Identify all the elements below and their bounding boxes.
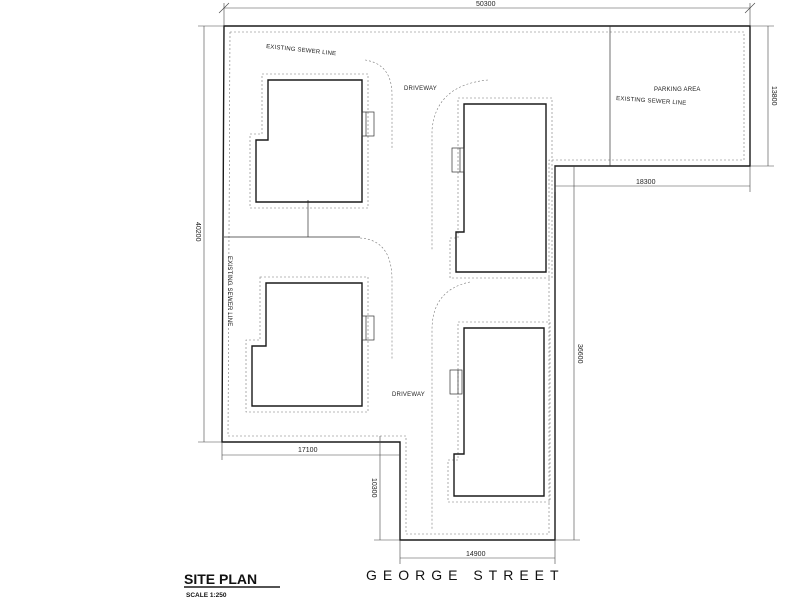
unit-3-outline [449, 97, 553, 279]
dim-inner-width: 18300 [636, 179, 656, 186]
unit-2-outline [245, 276, 369, 413]
sewer-line-label-left: EXISTING SEWER LINE [226, 256, 232, 326]
unit-4-outline [447, 321, 551, 503]
driveway-edge-right-lower [431, 281, 471, 530]
dim-front-depth: 36600 [576, 344, 583, 364]
street-name: GEORGE STREET [366, 567, 565, 583]
page-title: SITE PLAN [184, 571, 257, 587]
driveway-label-bottom: DRIVEWAY [392, 392, 425, 398]
sewer-line-label-top: EXISTING SEWER LINE [266, 44, 337, 57]
unit-1-outline [249, 73, 369, 209]
unit-2-footprint [251, 282, 363, 407]
lot-setback-line [227, 31, 745, 535]
dim-lower-depth: 10300 [370, 478, 377, 498]
driveway-edge-mid [359, 237, 393, 360]
unit-3-porch [451, 147, 465, 173]
dim-left-height: 40200 [194, 222, 201, 242]
driveway-label-top: DRIVEWAY [404, 86, 437, 92]
scale-label: SCALE 1:250 [186, 592, 227, 599]
sewer-line-label-right: EXISTING SEWER LINE [616, 96, 687, 107]
parking-area-label: PARKING AREA [654, 87, 701, 93]
unit-1-footprint [255, 79, 363, 203]
unit-4-footprint [453, 327, 545, 497]
unit-3-footprint [455, 103, 547, 273]
unit-1-porch [361, 111, 375, 137]
driveway-edge-top [364, 59, 393, 150]
unit-4-porch [449, 369, 463, 395]
dim-top-width: 50300 [476, 1, 496, 8]
dim-lower-left-width: 17100 [298, 447, 318, 454]
dim-right-depth: 13800 [770, 86, 777, 106]
driveway-edge-right [431, 79, 489, 250]
unit-2-porch [361, 315, 375, 341]
dim-frontage: 14900 [466, 551, 486, 558]
